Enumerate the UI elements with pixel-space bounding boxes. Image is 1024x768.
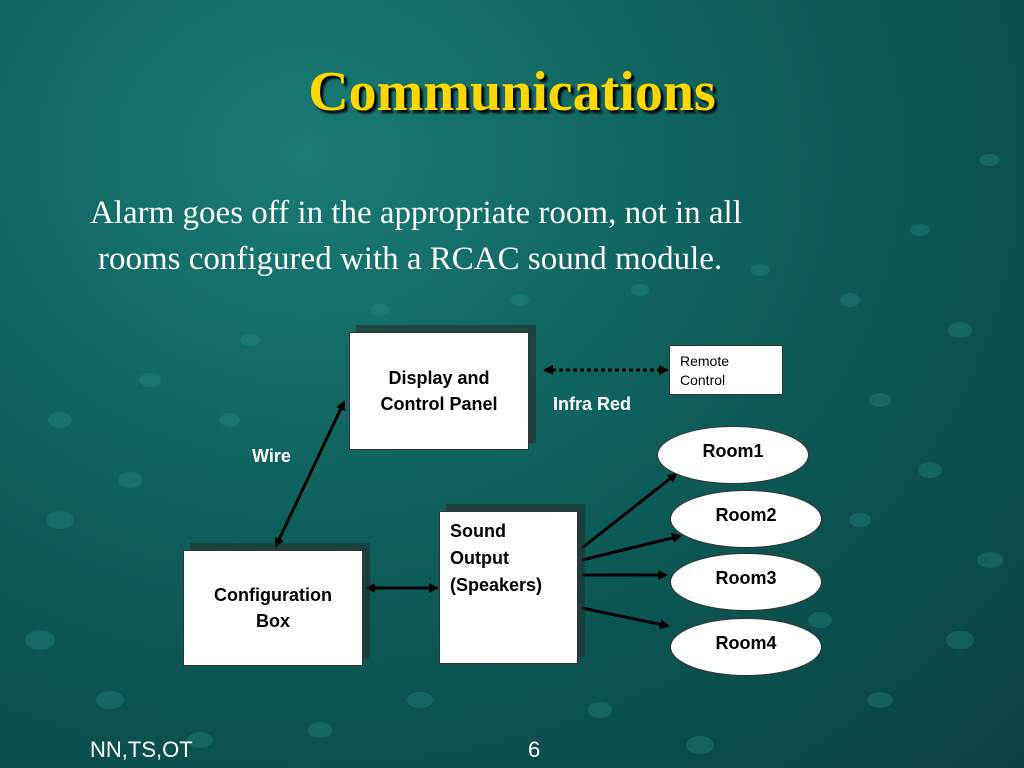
sound-to-room4-arrow (581, 606, 670, 630)
body-line-2: rooms configured with a RCAC sound modul… (98, 241, 723, 277)
slide-title: Communications (308, 61, 716, 123)
sound-output-box: Sound Output (Speakers) (439, 511, 578, 664)
remote-control-box: Remote Control (669, 345, 783, 395)
room-4: Room4 (670, 618, 822, 676)
footer-authors: NN,TS,OT (90, 737, 193, 762)
room-2: Room2 (670, 490, 822, 548)
config-box-line-1: Configuration (214, 585, 332, 605)
sound-to-room2-arrow (581, 533, 682, 562)
wire-label: Wire (252, 446, 291, 466)
body-line-1: Alarm goes off in the appropriate room, … (90, 195, 742, 231)
remote-line-1: Remote (680, 353, 730, 369)
sound-output-line-3: (Speakers) (450, 575, 543, 595)
sound-to-room1-arrow (581, 472, 678, 550)
infra-red-label: Infra Red (553, 394, 632, 414)
display-panel-line-1: Display and (388, 368, 490, 388)
room-3: Room3 (670, 553, 822, 611)
display-panel-line-2: Control Panel (380, 394, 498, 414)
room-1: Room1 (657, 426, 809, 484)
config-box-line-2: Box (255, 611, 290, 631)
configuration-box: Configuration Box (183, 550, 363, 666)
display-control-panel: Display and Control Panel (349, 332, 529, 450)
wire-arrow (274, 400, 346, 548)
page-number: 6 (528, 737, 541, 762)
remote-line-2: Control (680, 372, 726, 388)
sound-output-line-2: Output (450, 548, 509, 568)
sound-output-line-1: Sound (450, 521, 506, 541)
body-text: Alarm goes off in the appropriate room, … (90, 190, 950, 282)
